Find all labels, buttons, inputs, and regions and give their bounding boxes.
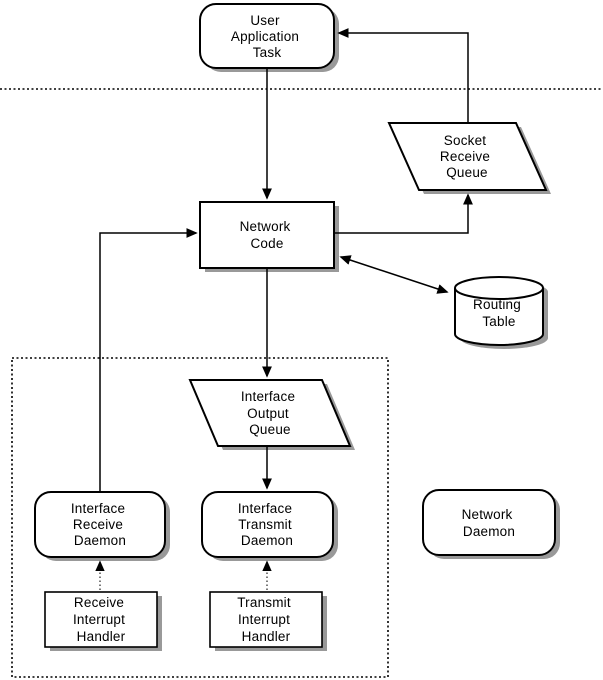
network-code-node xyxy=(199,201,335,269)
interface-receive-daemon-label: Interface Receive Daemon xyxy=(71,501,129,548)
routing-table-cylinder-body xyxy=(454,288,544,346)
network-daemon-label: Network Daemon xyxy=(462,507,517,539)
transmit-interrupt-handler-label: Transmit Interrupt Handler xyxy=(237,595,295,644)
socket-receive-queue-node xyxy=(387,122,548,191)
interface-transmit-daemon-node xyxy=(201,491,334,558)
interface-output-queue-label: Interface Output Queue xyxy=(241,389,299,437)
label-layer: User Application Task Socket Receive Que… xyxy=(71,13,525,644)
network-code-label: Network Code xyxy=(240,219,295,251)
routing-table-label: Routing Table xyxy=(473,297,525,329)
user-application-task-node xyxy=(199,3,335,69)
transmit-interrupt-handler-node xyxy=(209,591,323,648)
node-layer xyxy=(34,3,556,648)
interface-transmit-daemon-label: Interface Transmit Daemon xyxy=(238,501,296,548)
connector-layer xyxy=(95,28,473,590)
receive-interrupt-handler-label: Receive Interrupt Handler xyxy=(73,595,129,644)
network-daemon-node xyxy=(422,489,556,556)
edge-network-code-to-socket-queue xyxy=(334,193,473,234)
edge-network-code-routing-table-bidirectional xyxy=(339,255,449,294)
interface-receive-daemon-node xyxy=(34,491,166,558)
routing-table-node xyxy=(454,276,544,346)
interface-output-queue-node xyxy=(188,379,352,447)
interface-layer-boundary xyxy=(11,357,389,678)
routing-table-cylinder-top xyxy=(454,276,544,300)
socket-receive-queue-label: Socket Receive Queue xyxy=(440,133,494,180)
edge-socket-queue-to-user-task xyxy=(337,28,469,123)
edge-receive-daemon-to-network-code xyxy=(99,228,198,492)
user-application-task-label: User Application Task xyxy=(231,13,303,60)
receive-interrupt-handler-node xyxy=(44,591,158,648)
